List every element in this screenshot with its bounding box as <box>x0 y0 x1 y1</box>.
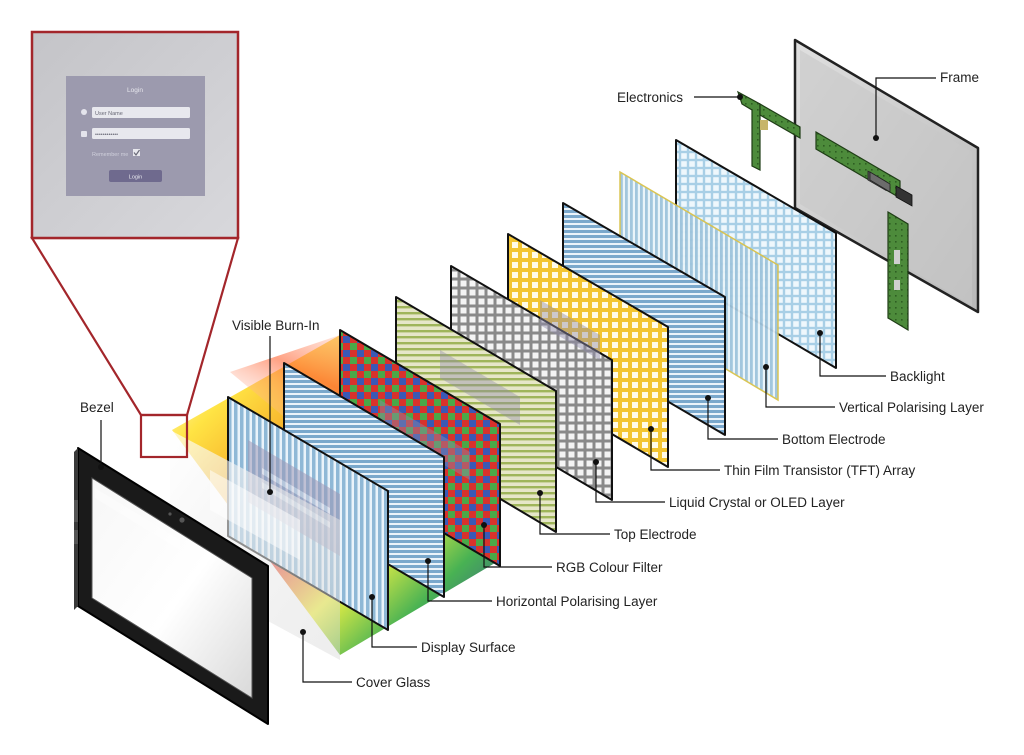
label-liquid-crystal: Liquid Crystal or OLED Layer <box>669 495 845 510</box>
login-button[interactable] <box>109 170 162 182</box>
label-vertical-polarising: Vertical Polarising Layer <box>839 400 984 415</box>
sensor-dot <box>168 512 172 516</box>
label-horizontal-polarising: Horizontal Polarising Layer <box>496 594 658 609</box>
label-tft-array: Thin Film Transistor (TFT) Array <box>724 463 916 478</box>
label-bezel: Bezel <box>80 400 114 415</box>
login-title: Login <box>127 87 143 94</box>
label-cover-glass: Cover Glass <box>356 675 431 690</box>
label-electronics: Electronics <box>617 90 683 105</box>
electronics-pcb <box>736 90 913 332</box>
cover-glass-layer <box>170 430 340 660</box>
zoom-source-box <box>139 413 189 459</box>
label-top-electrode: Top Electrode <box>614 527 697 542</box>
user-icon <box>81 109 87 115</box>
label-bottom-electrode: Bottom Electrode <box>782 432 886 447</box>
password-value: •••••••••••• <box>95 132 118 138</box>
check-icon <box>133 149 140 157</box>
remember-label: Remember me <box>92 152 128 158</box>
label-display-surface: Display Surface <box>421 640 516 655</box>
camera-dot <box>179 517 185 523</box>
tablet-bezel <box>74 447 269 725</box>
username-placeholder: User Name <box>95 111 123 117</box>
label-frame: Frame <box>940 70 979 85</box>
lock-icon <box>81 131 87 137</box>
zoom-inset: Login User Name •••••••••••• Remember me… <box>30 30 240 459</box>
leader-lines <box>98 77 936 683</box>
label-visible-burn-in: Visible Burn-In <box>232 318 320 333</box>
remember-checkbox[interactable] <box>133 149 140 156</box>
username-field[interactable] <box>92 107 190 118</box>
login-button-label: Login <box>129 175 142 181</box>
password-field[interactable] <box>92 128 190 139</box>
label-backlight: Backlight <box>890 369 945 384</box>
label-rgb-filter: RGB Colour Filter <box>556 560 663 575</box>
labels: Frame Electronics Backlight Vertical Pol… <box>80 70 984 690</box>
